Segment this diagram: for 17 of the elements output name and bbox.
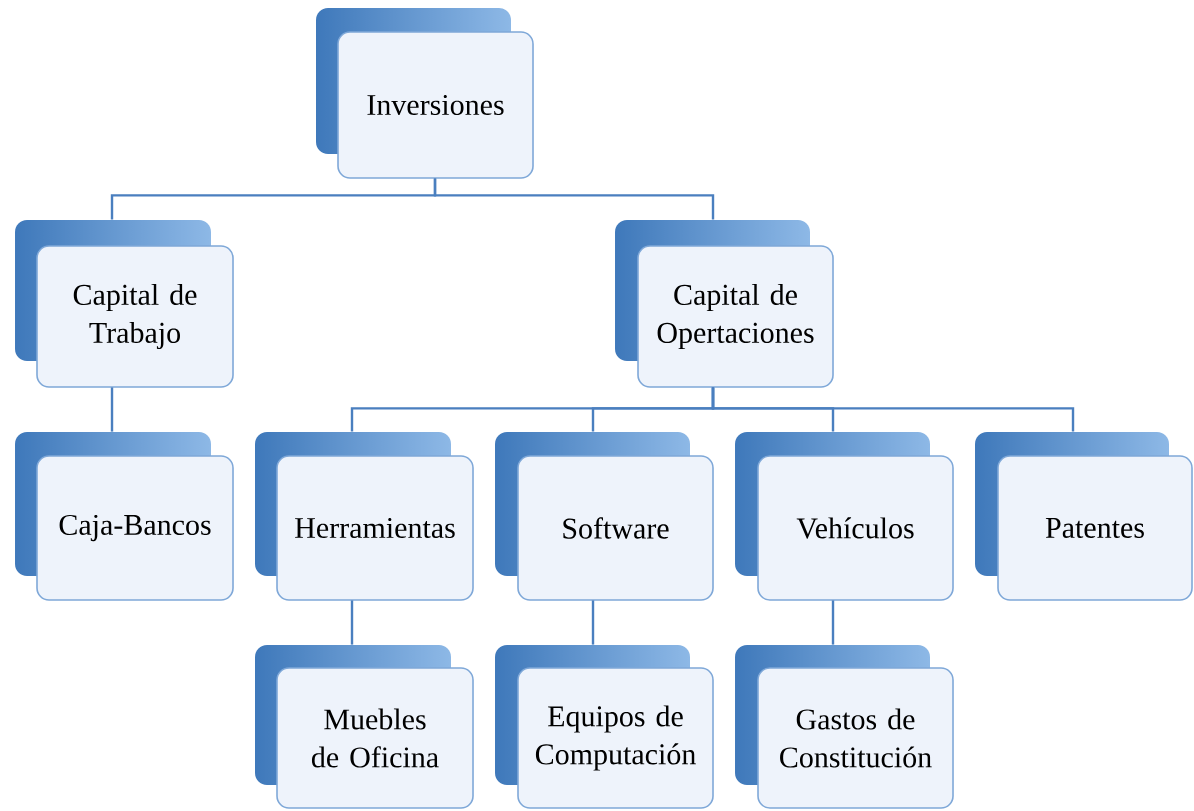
org-chart-box: Herramientas — [276, 455, 474, 601]
org-chart-box: Capital de Trabajo — [36, 245, 234, 388]
org-chart-box: Gastos de Constitución — [757, 667, 954, 809]
connector-line — [831, 600, 835, 645]
org-chart-box: Vehículos — [757, 455, 954, 601]
org-chart-box: Capital de Opertaciones — [637, 245, 834, 388]
connector-line — [110, 387, 114, 432]
connector-line — [350, 600, 354, 645]
connector-line — [433, 178, 715, 220]
org-chart-box: Equipos de Computación — [517, 667, 714, 809]
org-chart-box: Patentes — [997, 455, 1193, 601]
connector-line — [591, 600, 595, 645]
connector-line — [711, 387, 1075, 432]
org-chart-box: Inversiones — [337, 31, 534, 179]
org-chart-box: Caja-Bancos — [36, 455, 234, 601]
org-chart-box: Software — [517, 455, 714, 601]
org-chart-box: Muebles de Oficina — [276, 667, 474, 809]
